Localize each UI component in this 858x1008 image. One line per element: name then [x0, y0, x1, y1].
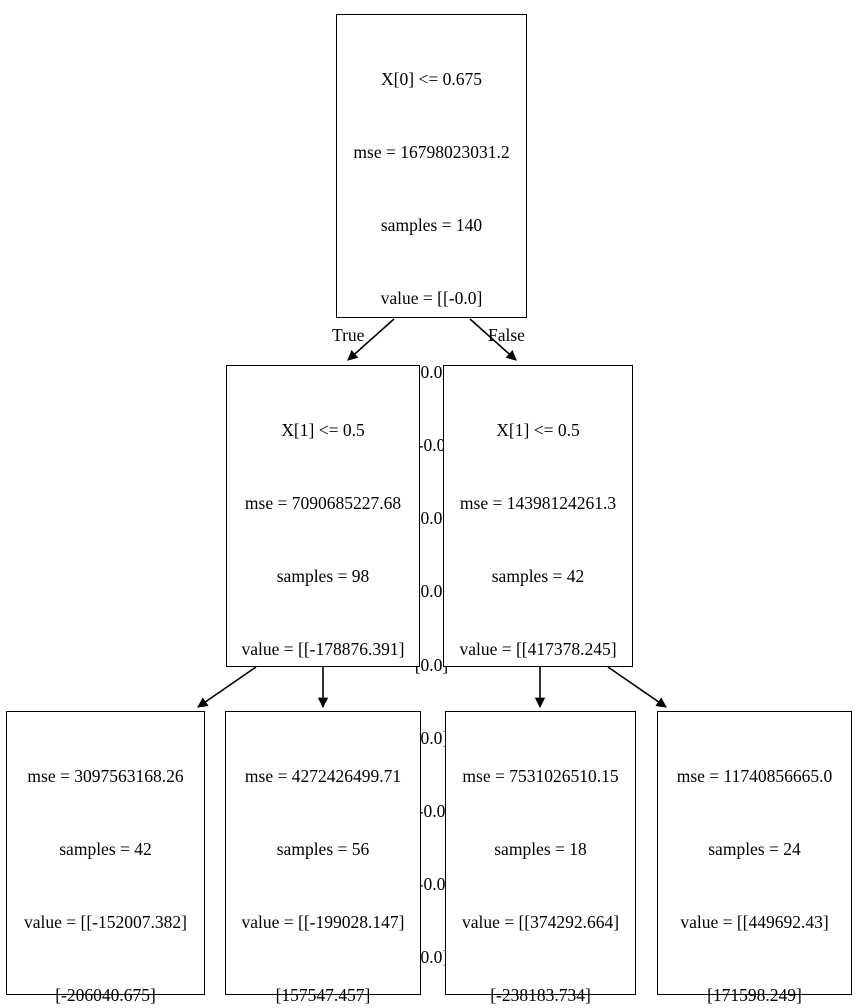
node-left-line-8: [-5390.505]	[227, 1004, 419, 1008]
node-leaf3-line-1: samples = 18	[494, 839, 587, 860]
node-leaf2-line-0: mse = 4272426499.71	[244, 765, 402, 786]
node-leaf1-line-0: mse = 3097563168.26	[27, 765, 184, 786]
tree-node-leaf-4[interactable]: mse = 11740856665.0 samples = 24 value =…	[657, 711, 852, 1005]
node-root-line-8: [0.0]	[414, 654, 449, 675]
node-leaf3-line-0: mse = 7531026510.15	[462, 765, 619, 786]
node-right-line-3: value = [[417378.245]	[459, 639, 617, 660]
node-root-line-0: X[0] <= 0.675	[381, 68, 482, 89]
node-left-line-2: samples = 98	[276, 566, 370, 587]
node-leaf1-line-3: [-206040.675]	[55, 985, 156, 1006]
node-root-line-6: [0.0]	[414, 508, 449, 529]
node-leaf2-line-2: value = [[-199028.147]	[241, 912, 405, 933]
tree-node-leaf-2[interactable]: mse = 4272426499.71 samples = 56 value =…	[225, 711, 421, 1005]
node-leaf4-line-3: [171598.249]	[707, 985, 802, 1006]
node-root-line-9: [0.0]	[414, 727, 449, 748]
node-right-line-1: mse = 14398124261.3	[459, 493, 617, 514]
node-leaf4-line-0: mse = 11740856665.0	[676, 765, 833, 786]
node-leaf1-line-1: samples = 42	[59, 839, 152, 860]
node-leaf4-line-2: value = [[449692.43]	[680, 912, 829, 933]
node-leaf2-line-3: [157547.457]	[275, 985, 371, 1006]
node-root-line-5: [-0.0]	[411, 434, 452, 455]
tree-node-right-child[interactable]: X[1] <= 0.5 mse = 14398124261.3 samples …	[443, 365, 633, 1008]
node-root-line-3: value = [[-0.0]	[380, 288, 483, 309]
edge-label-true: True	[332, 325, 365, 345]
node-root-line-1: mse = 16798023031.2	[353, 142, 510, 163]
node-root-line-4: [0.0]	[414, 361, 449, 382]
node-leaf1-line-2: value = [[-152007.382]	[24, 912, 187, 933]
node-right-line-8: [12577.845]	[444, 1004, 632, 1008]
node-right-line-2: samples = 42	[491, 566, 585, 587]
tree-node-leaf-3[interactable]: mse = 7531026510.15 samples = 18 value =…	[445, 711, 636, 1005]
node-root-line-2: samples = 140	[380, 215, 483, 236]
node-left-line-1: mse = 7090685227.68	[244, 493, 402, 514]
node-leaf3-line-2: value = [[374292.664]	[461, 912, 620, 933]
node-root-line-11: [-0.0]	[411, 874, 452, 895]
tree-node-leaf-1[interactable]: mse = 3097563168.26 samples = 42 value =…	[6, 711, 205, 1005]
node-leaf4-line-1: samples = 24	[708, 839, 801, 860]
node-left-line-0: X[1] <= 0.5	[281, 419, 365, 440]
node-root-line-7: [0.0]	[414, 581, 449, 602]
node-root-line-10: [-0.0]	[411, 801, 452, 821]
tree-node-left-child[interactable]: X[1] <= 0.5 mse = 7090685227.68 samples …	[226, 365, 420, 1008]
edge-label-false: False	[488, 325, 525, 345]
node-left-line-3: value = [[-178876.391]	[241, 639, 405, 660]
node-right-line-0: X[1] <= 0.5	[496, 419, 580, 440]
node-leaf3-line-3: [-238183.734]	[490, 985, 591, 1006]
node-leaf2-line-1: samples = 56	[276, 839, 370, 860]
tree-node-root[interactable]: X[0] <= 0.675 mse = 16798023031.2 sample…	[336, 14, 527, 967]
